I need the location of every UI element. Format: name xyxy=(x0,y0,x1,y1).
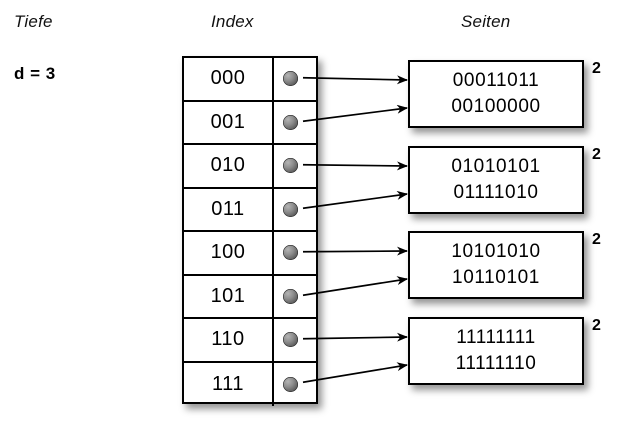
page-local-depth-label: 2 xyxy=(592,60,601,77)
pointer-arrow xyxy=(302,362,408,384)
column-heading-seiten: Seiten xyxy=(461,12,511,31)
table-row[interactable]: 111 xyxy=(184,362,316,406)
table-row[interactable]: 110 xyxy=(184,319,316,363)
index-key: 101 xyxy=(210,284,246,307)
index-key: 000 xyxy=(210,67,246,90)
pointer-arrow xyxy=(302,104,408,123)
page-record-line: 01111010 xyxy=(453,182,539,203)
pointer-arrow xyxy=(302,332,408,342)
page-local-depth-label: 2 xyxy=(592,231,601,248)
bullet-icon xyxy=(283,332,298,348)
table-row[interactable]: 010 xyxy=(184,145,316,189)
bullet-icon xyxy=(283,71,298,87)
index-pointer-cell[interactable] xyxy=(272,188,316,230)
pointer-arrow xyxy=(302,75,408,85)
pointer-arrow xyxy=(302,190,408,210)
page-record-line: 11111111 xyxy=(456,327,536,349)
bullet-icon xyxy=(283,114,298,130)
bullet-icon xyxy=(283,158,298,174)
table-row[interactable]: 001 xyxy=(184,101,316,145)
table-row[interactable]: 100 xyxy=(184,232,316,276)
index-key: 100 xyxy=(210,241,246,264)
table-row[interactable]: 000 xyxy=(184,58,316,102)
bullet-icon xyxy=(283,201,298,217)
page-record-line: 11111110 xyxy=(455,353,537,374)
index-key: 110 xyxy=(211,328,245,351)
page-record-line: 10110101 xyxy=(452,267,540,288)
pointer-arrow xyxy=(302,276,408,297)
index-pointer-cell[interactable] xyxy=(272,362,316,406)
index-pointer-cell[interactable] xyxy=(272,145,316,187)
depth-value-label: d = 3 xyxy=(14,64,56,83)
index-key: 001 xyxy=(210,110,246,133)
page-record-line: 00011011 xyxy=(452,70,540,92)
column-heading-index: Index xyxy=(211,12,254,31)
page-record-line: 10101010 xyxy=(451,241,541,263)
index-pointer-cell[interactable] xyxy=(272,275,316,317)
index-pointer-cell[interactable] xyxy=(272,58,316,100)
page-record-line: 01010101 xyxy=(451,156,541,178)
pointer-arrow xyxy=(302,246,408,256)
index-pointer-cell[interactable] xyxy=(272,232,316,274)
index-directory-table: 000 001 010 011 100 xyxy=(182,56,318,406)
page-local-depth-label: 2 xyxy=(592,146,601,163)
page-local-depth-label: 2 xyxy=(592,317,601,334)
column-heading-tiefe: Tiefe xyxy=(14,12,53,31)
bullet-icon xyxy=(283,245,298,261)
index-key: 010 xyxy=(210,154,246,177)
table-row[interactable]: 101 xyxy=(184,275,316,319)
index-pointer-cell[interactable] xyxy=(272,101,316,143)
bullet-icon xyxy=(283,288,298,304)
pointer-arrow xyxy=(302,161,408,171)
index-key: 011 xyxy=(211,197,245,220)
index-key: 111 xyxy=(212,372,244,395)
table-row[interactable]: 011 xyxy=(184,188,316,232)
page-record-line: 00100000 xyxy=(451,96,541,117)
page-bucket-box[interactable]: 11111111 11111110 xyxy=(408,317,584,385)
page-bucket-box[interactable]: 10101010 10110101 xyxy=(408,231,584,299)
page-bucket-box[interactable]: 01010101 01111010 xyxy=(408,146,584,214)
page-bucket-box[interactable]: 00011011 00100000 xyxy=(408,60,584,128)
index-pointer-cell[interactable] xyxy=(272,319,316,361)
bullet-icon xyxy=(283,376,298,392)
